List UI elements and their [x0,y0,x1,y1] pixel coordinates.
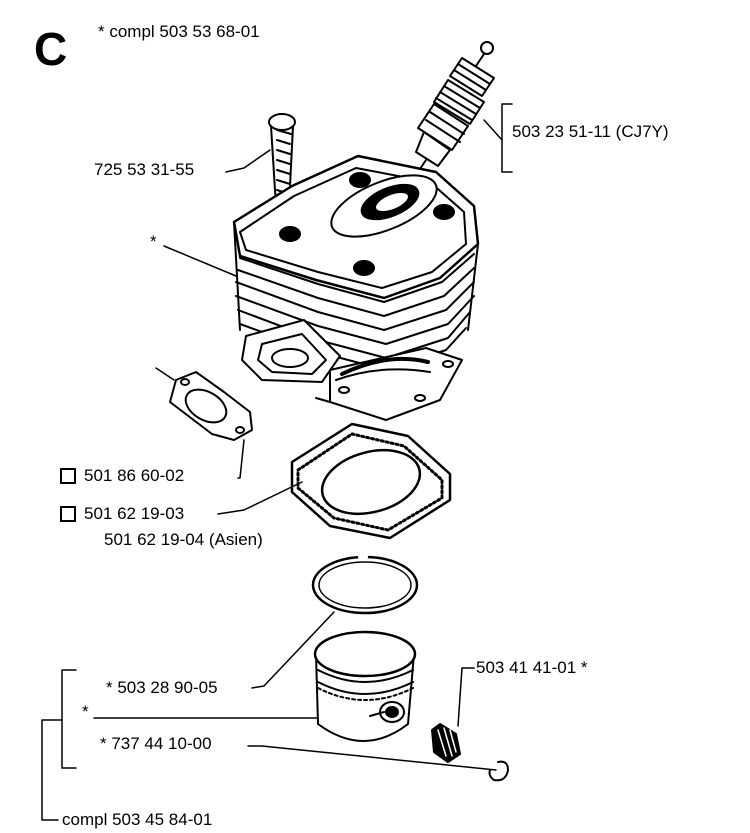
piston-icon [313,630,417,742]
label-needle-bearing: 503 41 41-01 * [476,658,588,677]
piston-ring-icon [311,555,419,615]
label-base-gasket: 501 62 19-03 [84,504,185,523]
label-exhaust-gasket: 501 86 60-02 [84,466,185,485]
circlip-icon [488,760,509,782]
label-spark-plug: 503 23 51-11 (CJ7Y) [512,122,669,141]
label-cylinder-kit: * compl 503 53 68-01 [98,22,260,41]
open-square-icon [60,468,76,484]
section-letter: C [34,23,68,75]
label-piston-star: * [82,702,89,721]
needle-bearing-icon [431,723,461,763]
label-piston-ring: * 503 28 90-05 [106,678,218,697]
open-square-icon [60,506,76,522]
label-cylinder-star: * [150,232,157,251]
base-gasket-icon [290,422,452,540]
label-screw: 725 53 31-55 [94,160,195,179]
cylinder-icon [232,154,480,421]
label-circlip: * 737 44 10-00 [100,734,212,753]
exhaust-gasket-icon [155,367,253,441]
label-base-gasket-asia: 501 62 19-04 (Asien) [104,530,263,549]
spark-plug-icon [415,41,495,173]
label-piston-kit: compl 503 45 84-01 [62,810,213,829]
